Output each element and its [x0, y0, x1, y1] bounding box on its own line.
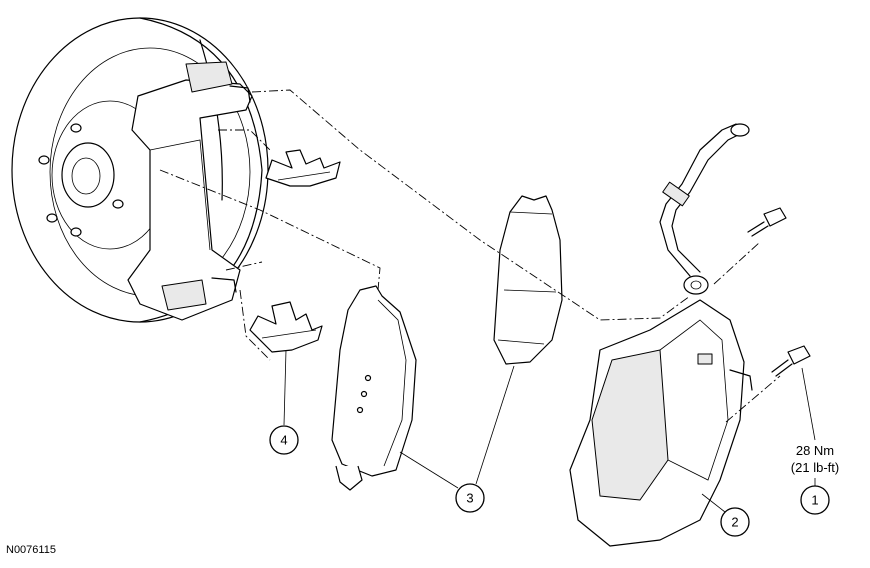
alignment-lines	[159, 89, 781, 423]
callout-2: 2	[720, 507, 750, 537]
callout-4: 4	[269, 425, 299, 455]
upper-spring-clip	[265, 149, 341, 187]
inner-brake-pad	[331, 285, 417, 491]
outer-brake-pad	[493, 195, 563, 365]
callout-1-number: 1	[811, 493, 818, 508]
callout-3-number: 3	[466, 491, 473, 506]
callout-1: 1	[800, 485, 830, 515]
brake-caliper	[569, 275, 753, 547]
caliper-bolt-upper	[747, 207, 787, 237]
callout-3: 3	[455, 483, 485, 513]
leader-lines	[283, 349, 816, 513]
figure-id: N0076115	[6, 544, 56, 556]
caliper-anchor-bracket	[127, 61, 253, 321]
torque-spec-imperial: (21 lb-ft)	[791, 460, 839, 475]
callout-4-number: 4	[280, 433, 287, 448]
brake-hose	[659, 123, 750, 277]
torque-spec-metric: 28 Nm	[796, 443, 834, 458]
lower-spring-clip	[249, 301, 323, 353]
caliper-bolt-lower	[771, 345, 811, 377]
callout-2-number: 2	[731, 515, 738, 530]
